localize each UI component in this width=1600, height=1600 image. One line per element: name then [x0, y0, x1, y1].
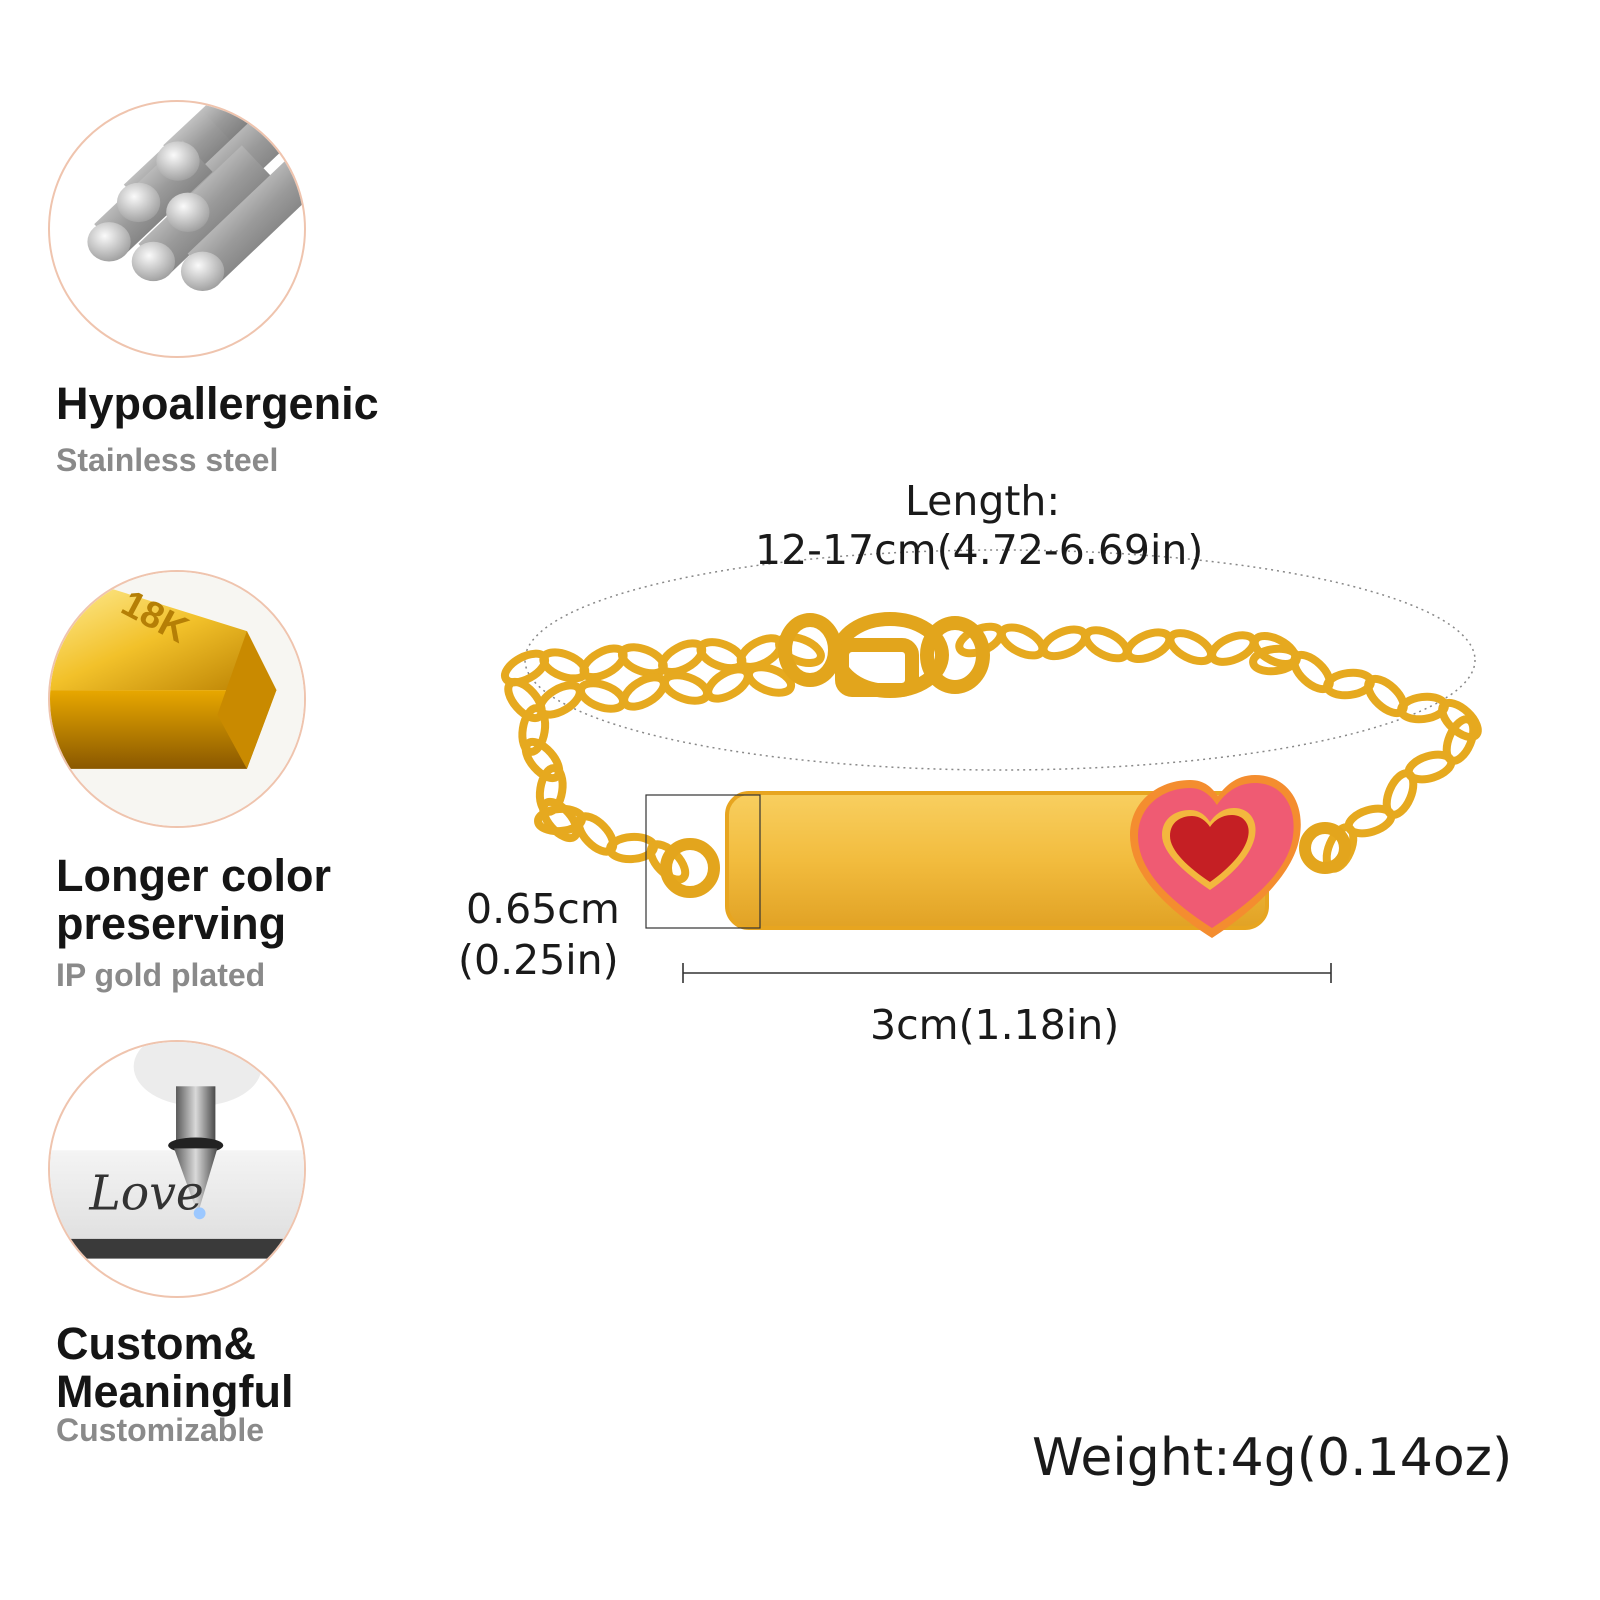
- chain-link: [576, 679, 628, 713]
- weight-label: Weight:4g(0.14oz): [1032, 1428, 1513, 1488]
- chain-link: [536, 681, 584, 719]
- feature-title-custom: Custom& Meaningful: [56, 1318, 294, 1417]
- chain-link: [1082, 626, 1131, 663]
- heart-icon: [1130, 775, 1301, 938]
- chain-link: [1123, 628, 1174, 664]
- chain-link: [620, 673, 668, 711]
- length-value: 12-17cm(4.72-6.69in): [755, 526, 1204, 574]
- chain-link: [660, 671, 712, 705]
- chain-link: [504, 677, 546, 723]
- chain-link: [1166, 629, 1215, 666]
- engraving-pen-icon: Love: [48, 1040, 306, 1298]
- height-bracket: [645, 794, 761, 929]
- gold-bar-icon: 18K: [48, 570, 306, 828]
- chain-link: [997, 623, 1047, 660]
- chain-link: [1039, 625, 1089, 661]
- height-cm-label: 0.65cm: [466, 885, 620, 933]
- length-guide-ellipse: [524, 549, 1476, 771]
- left-jump-ring: [660, 838, 720, 898]
- width-label: 3cm(1.18in): [870, 1001, 1120, 1049]
- engraving-text: Love: [88, 1166, 203, 1221]
- feature-title-material: Hypoallergenic: [56, 378, 379, 429]
- feature-subtitle-custom: Customizable: [56, 1412, 265, 1448]
- feature-subtitle-color: IP gold plated: [56, 957, 266, 993]
- feature-subtitle-material: Stainless steel: [56, 442, 279, 478]
- length-label: Length:: [905, 477, 1061, 525]
- chain-link: [744, 663, 796, 697]
- height-in-label: (0.25in): [458, 936, 619, 984]
- chain-link: [704, 665, 752, 703]
- lobster-clasp: [778, 612, 990, 698]
- chain-link: [521, 737, 564, 783]
- right-jump-ring: [1299, 822, 1351, 874]
- width-dimension-line: [682, 963, 1332, 983]
- feature-title-color: Longer color preserving: [56, 850, 332, 949]
